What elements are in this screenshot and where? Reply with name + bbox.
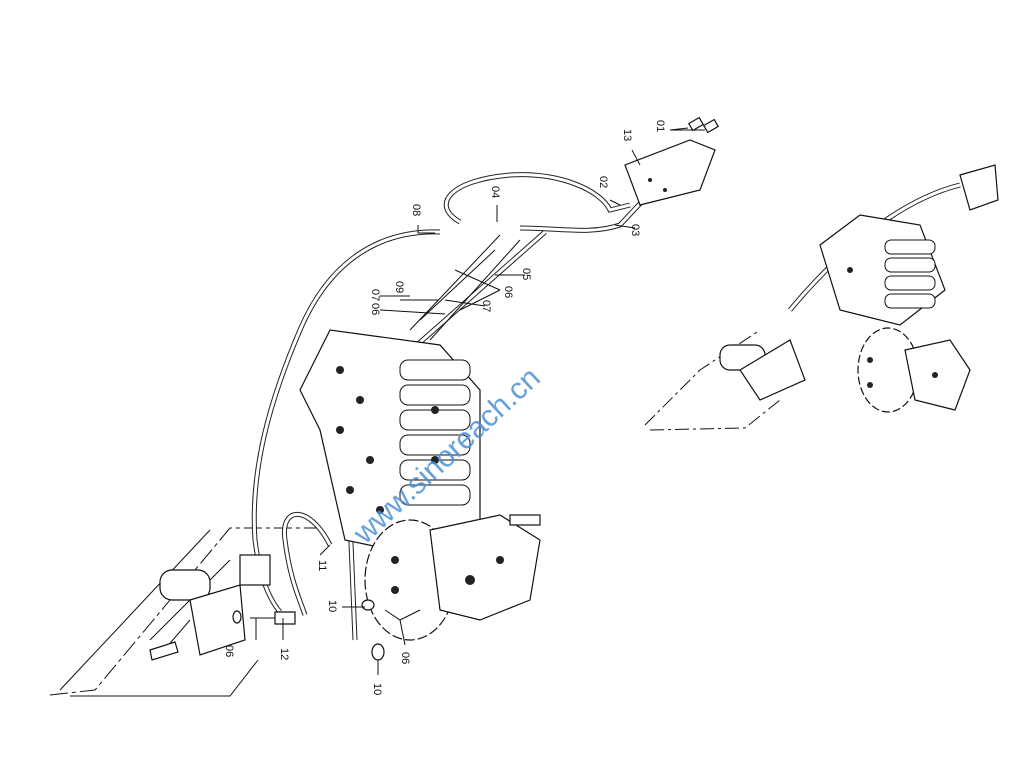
callout-01: 01 [654, 120, 666, 132]
callout-05: 05 [520, 268, 532, 280]
callout-06: 06 [223, 645, 235, 657]
overview-inset [644, 164, 999, 431]
callout-labels: 01 13 02 03 04 08 05 09 06 07 07 06 11 1… [223, 120, 666, 695]
leader-lines [250, 127, 705, 675]
callout-09: 09 [393, 281, 405, 293]
callout-10: 10 [326, 600, 338, 612]
callout-02: 02 [597, 176, 609, 188]
callout-06: 06 [399, 652, 411, 664]
callout-08: 08 [410, 204, 422, 216]
callout-10: 10 [371, 683, 383, 695]
callout-07: 07 [369, 289, 381, 301]
callout-04: 04 [489, 186, 501, 198]
mounting-bracket [624, 116, 720, 206]
callout-12: 12 [278, 648, 290, 660]
hydraulic-pump [364, 514, 541, 641]
callout-13: 13 [621, 129, 633, 141]
callout-07: 07 [480, 300, 492, 312]
callout-06: 06 [502, 286, 514, 298]
chassis-frame [49, 527, 325, 697]
callout-11: 11 [316, 560, 328, 571]
steering-unit [149, 554, 385, 661]
control-valve-block [299, 329, 481, 561]
callout-03: 03 [629, 224, 641, 236]
callout-06: 06 [369, 303, 381, 315]
